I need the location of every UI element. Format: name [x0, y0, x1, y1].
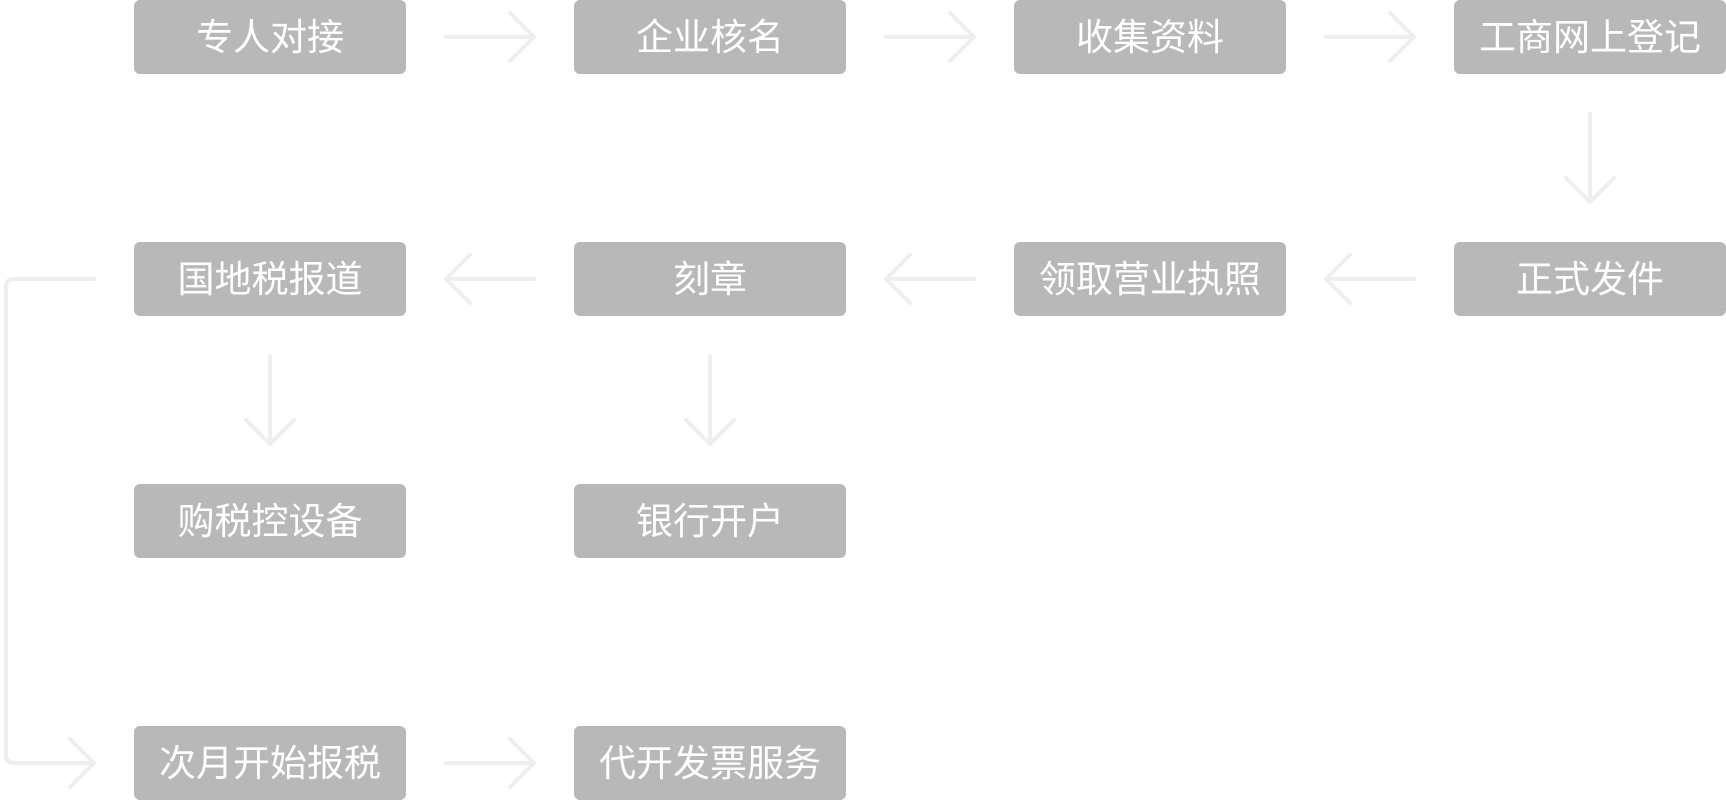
step-label: 正式发件 — [1516, 257, 1664, 301]
arrow-head-10-to-11 — [508, 737, 536, 789]
arrow-head-3-to-4 — [1564, 176, 1616, 204]
step-invoice-issuing-service: 代开发票服务 — [574, 726, 846, 800]
step-label: 代开发票服务 — [599, 741, 821, 785]
arrow-shaft-7-to-10 — [4, 277, 96, 765]
step-label: 领取营业执照 — [1039, 257, 1261, 301]
step-label: 国地税报道 — [177, 257, 363, 301]
step-label: 购税控设备 — [177, 499, 363, 543]
step-label: 银行开户 — [636, 499, 784, 543]
step-start-tax-filing-next-month: 次月开始报税 — [134, 726, 406, 800]
step-online-registration: 工商网上登记 — [1454, 0, 1726, 74]
step-tax-registration: 国地税报道 — [134, 242, 406, 316]
step-open-bank-account: 银行开户 — [574, 484, 846, 558]
arrow-head-1-to-2 — [948, 11, 976, 63]
step-carve-seal: 刻章 — [574, 242, 846, 316]
arrow-head-5-to-6 — [884, 253, 912, 305]
arrow-head-7-to-10 — [68, 737, 96, 789]
step-label: 工商网上登记 — [1479, 15, 1701, 59]
arrow-head-6-to-7 — [444, 253, 472, 305]
arrow-head-0-to-1 — [508, 11, 536, 63]
step-label: 收集资料 — [1076, 15, 1224, 59]
arrow-head-4-to-5 — [1324, 253, 1352, 305]
step-label: 刻章 — [673, 257, 747, 301]
arrow-head-6-to-9 — [684, 418, 736, 446]
arrow-head-2-to-3 — [1388, 11, 1416, 63]
step-label: 企业核名 — [636, 15, 784, 59]
step-company-name-check: 企业核名 — [574, 0, 846, 74]
step-label: 次月开始报税 — [159, 741, 381, 785]
step-receive-business-license: 领取营业执照 — [1014, 242, 1286, 316]
step-dedicated-contact: 专人对接 — [134, 0, 406, 74]
step-collect-documents: 收集资料 — [1014, 0, 1286, 74]
arrow-head-7-to-8 — [244, 418, 296, 446]
step-buy-tax-control-device: 购税控设备 — [134, 484, 406, 558]
step-label: 专人对接 — [196, 15, 344, 59]
step-official-issuance: 正式发件 — [1454, 242, 1726, 316]
